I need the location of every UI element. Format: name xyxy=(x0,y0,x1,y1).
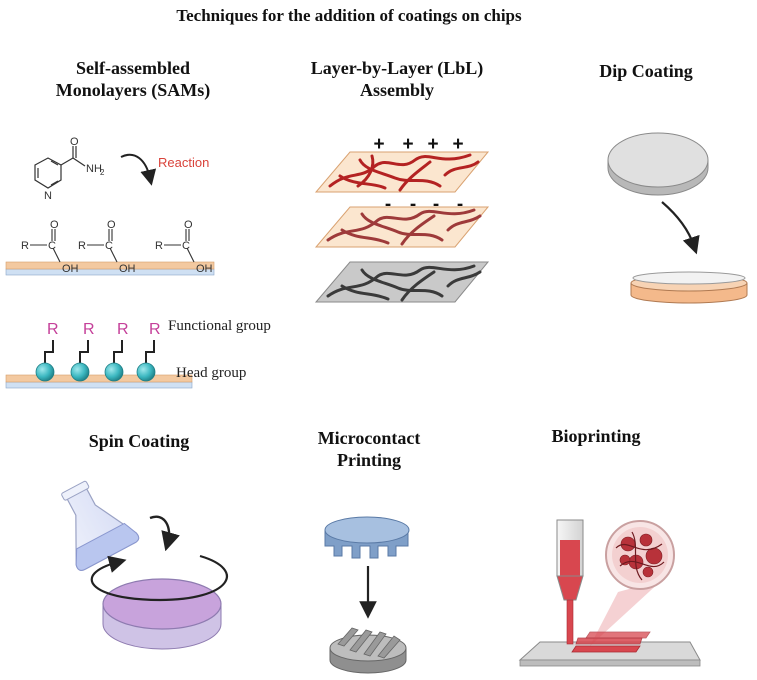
charge-negative-2: - xyxy=(410,194,416,215)
charge-positive-1: + xyxy=(373,134,384,155)
spin-dish xyxy=(102,578,222,650)
magnify-cone xyxy=(590,580,662,646)
syringe xyxy=(556,519,584,645)
micro-title-line2: Printing xyxy=(337,450,401,470)
carboxyl-groups xyxy=(30,229,195,263)
carboxyl-r-3: R xyxy=(155,240,163,252)
head-group-label: Head group xyxy=(176,365,246,381)
sams-substrate-orange-1 xyxy=(5,261,215,270)
functional-group-label: Functional group xyxy=(168,318,271,334)
charge-negative-1: - xyxy=(385,194,391,215)
reaction-label: Reaction xyxy=(158,155,209,170)
reaction-arrow xyxy=(120,153,157,186)
sams-o-label: O xyxy=(70,136,79,148)
sam-chains xyxy=(44,340,155,366)
sams-substrate-orange-2 xyxy=(5,374,193,383)
charge-positive-4: + xyxy=(452,134,463,155)
dip-disc xyxy=(607,132,709,196)
carboxyl-o-1: O xyxy=(50,219,59,231)
carboxyl-oh-1: OH xyxy=(62,263,79,275)
carboxyl-o-2: O xyxy=(107,219,116,231)
pour-arrow xyxy=(149,515,180,552)
print-bed-edge xyxy=(519,659,701,667)
panel-microcontact: Microcontact Printing xyxy=(318,428,421,674)
lbl-title-line1: Layer-by-Layer (LbL) xyxy=(311,58,484,79)
flask xyxy=(61,480,140,571)
figure-title: Techniques for the addition of coatings … xyxy=(176,6,522,25)
nicotinamide-molecule xyxy=(34,146,86,189)
sams-n-label: N xyxy=(44,190,52,202)
printed-scaffold xyxy=(571,631,651,653)
spin-title: Spin Coating xyxy=(89,431,190,451)
sams-nh2-sub: 2 xyxy=(100,168,105,177)
carboxyl-r-1: R xyxy=(21,240,29,252)
charge-negative-4: - xyxy=(457,194,463,215)
carboxyl-c-1: C xyxy=(48,240,56,252)
carboxyl-c-3: C xyxy=(182,240,190,252)
functional-r-2: R xyxy=(83,321,95,338)
carboxyl-oh-3: OH xyxy=(196,263,213,275)
rotation-arrow xyxy=(90,554,228,602)
magnified-cells xyxy=(605,520,675,590)
functional-r-3: R xyxy=(117,321,129,338)
carboxyl-o-3: O xyxy=(184,219,193,231)
sams-nh2-label: NH xyxy=(86,163,102,175)
micro-title-line1: Microcontact xyxy=(318,428,421,448)
carboxyl-r-2: R xyxy=(78,240,86,252)
sams-title-line2: Monolayers (SAMs) xyxy=(56,80,210,101)
functional-r-1: R xyxy=(47,321,59,338)
panel-sams: Self-assembled Monolayers (SAMs) O N NH … xyxy=(5,58,271,389)
functional-r-4: R xyxy=(149,321,161,338)
lbl-polymer-middle xyxy=(326,208,482,246)
dip-title: Dip Coating xyxy=(599,61,693,81)
sams-substrate-blue-1 xyxy=(5,268,215,276)
charge-positive-3: + xyxy=(427,134,438,155)
carboxyl-c-2: C xyxy=(105,240,113,252)
pdms-stamp xyxy=(324,516,410,559)
bio-title: Bioprinting xyxy=(551,426,640,446)
panel-lbl: Layer-by-Layer (LbL) Assembly xyxy=(311,58,490,303)
charge-negative-3: - xyxy=(433,194,439,215)
carboxyl-oh-2: OH xyxy=(119,263,136,275)
lbl-title-line2: Assembly xyxy=(360,80,434,100)
patterned-substrate xyxy=(329,627,407,674)
sams-substrate-blue-2 xyxy=(5,381,193,389)
lbl-polymer-bottom xyxy=(326,264,482,302)
charge-positive-2: + xyxy=(402,134,413,155)
dip-arrow xyxy=(661,201,700,255)
lbl-polymer-top xyxy=(328,153,480,192)
panel-bioprinting: Bioprinting xyxy=(518,426,701,667)
dip-dish xyxy=(630,271,748,304)
head-group-spheres xyxy=(35,362,156,382)
panel-spin: Spin Coating xyxy=(61,431,228,650)
panel-dip: Dip Coating xyxy=(599,61,748,304)
sams-title-line1: Self-assembled xyxy=(76,58,190,78)
